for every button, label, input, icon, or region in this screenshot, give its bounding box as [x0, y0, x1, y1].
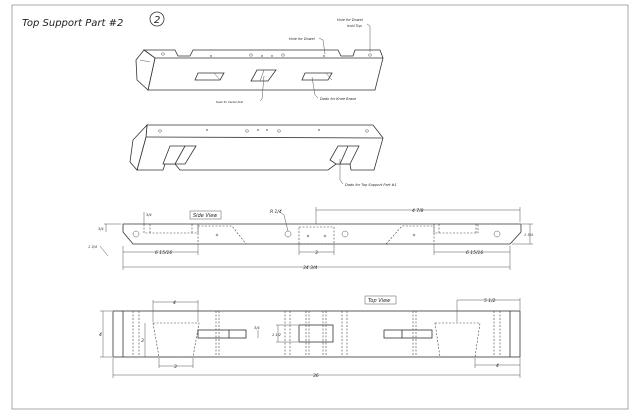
dim-side-notch: 3/4 [146, 213, 152, 217]
callout-dado-center-post: Dado for Center Post [216, 100, 244, 104]
dim-top-right-span: 5 1/2 [484, 298, 496, 304]
svg-text:Top View: Top View [368, 298, 391, 304]
dim-side-chamfer: 3/4 [98, 227, 104, 231]
dim-top-overall: 36 [313, 373, 319, 379]
dim-side-left-dado: 6 15/16 [155, 250, 172, 256]
dim-side-center: 3 [315, 250, 318, 256]
dim-top-center: 1 1/2 [272, 333, 282, 337]
dim-top-left-3: 3 [174, 364, 177, 370]
callout-hole-dowel-hold-top-2: hold Top [347, 24, 363, 28]
top-view-label: Top View [364, 295, 397, 305]
dim-top-slot: 3/4 [254, 326, 260, 330]
dim-side-right-dado: 6 15/16 [466, 250, 483, 256]
dim-top-width: 4 [99, 332, 102, 338]
dim-top-right-4: 4 [496, 363, 499, 369]
iso-view-bottom [129, 123, 384, 185]
dim-top-left-depth: 3 [141, 338, 144, 344]
callout-hole-dowel-hold-top-1: Hole for Dowel [337, 18, 363, 22]
iso-view-top [135, 23, 384, 102]
dim-side-overall: 34 3/4 [303, 265, 318, 271]
callout-dado-top-support: Dado for Top Support Part #1 [345, 183, 397, 187]
sheet-title: Top Support Part #2 [22, 18, 123, 29]
part-number-balloon: 2 [149, 11, 165, 27]
svg-text:Side View: Side View [193, 213, 218, 219]
dim-top-left-4: 4 [173, 300, 176, 306]
side-view-label: Side View [189, 210, 222, 220]
top-view [100, 298, 521, 378]
dim-side-radius: R 1/4 [270, 209, 282, 215]
dim-side-height: 1 3/4 [524, 233, 533, 237]
center-post-dado [250, 69, 277, 82]
callout-hole-dowel: Hole for Dowel [289, 37, 315, 41]
dim-side-end: 1 3/4 [88, 245, 97, 249]
dim-side-hole-span: 4 7/8 [412, 208, 424, 214]
callout-dado-knee-brase: Dado for Knee Brase [320, 97, 356, 101]
side-view [99, 207, 533, 270]
svg-text:2: 2 [154, 15, 160, 26]
sheet-border [11, 4, 629, 410]
